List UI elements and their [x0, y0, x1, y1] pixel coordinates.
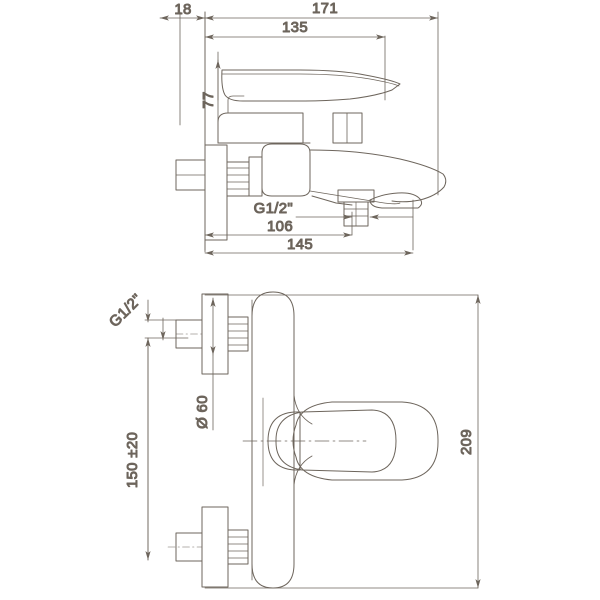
dim-label-171: 171: [312, 0, 338, 17]
lever-handle: [221, 69, 401, 102]
dim-label-77: 77: [200, 91, 217, 108]
dim-18: 18: [159, 1, 206, 21]
dim-150pm20: 150 ±20: [124, 337, 151, 561]
handle-inner-contour: [275, 409, 397, 473]
dim-label-dia60: Ø 60: [194, 395, 211, 429]
housing-shoulder: [227, 95, 245, 114]
front-view-extension-lines: [144, 294, 479, 589]
dim-label-145: 145: [287, 236, 313, 253]
dim-135: 135: [204, 19, 386, 40]
dim-dia60: Ø 60: [194, 297, 216, 431]
upper-inlet-assembly: [175, 293, 249, 375]
lower-inlet-assembly: [167, 506, 249, 588]
body-collar: [248, 156, 263, 197]
mixer-body-lower: [261, 143, 311, 197]
dim-145: 145: [204, 236, 414, 256]
shower-outlet: [311, 189, 375, 227]
spout-upper-curve: [309, 149, 447, 203]
cartridge-housing: [217, 112, 304, 144]
dim-g12-front: G1/2": [105, 290, 166, 341]
dim-171: 171: [204, 0, 439, 21]
dim-label-209: 209: [458, 429, 475, 455]
dim-106: 106: [204, 218, 353, 238]
body-waist-upper: [293, 394, 313, 425]
side-view-group: 18 171 135 77: [159, 0, 447, 256]
dim-g12-side: G1/2": [253, 200, 414, 220]
wall-flange: [204, 144, 228, 241]
threaded-connector: [226, 161, 250, 197]
dim-label-g12-front: G1/2": [106, 291, 146, 331]
dim-label-135: 135: [282, 19, 308, 36]
dim-77: 77: [200, 59, 221, 126]
mixer-body-front: [251, 291, 295, 589]
side-view-extension-lines: [179, 11, 439, 253]
dim-label-g12-side: G1/2": [254, 200, 293, 217]
dim-209: 209: [458, 294, 481, 589]
spout-lower-curve: [309, 190, 401, 205]
front-view-group: G1/2" Ø 60 150 ±20 209: [105, 290, 481, 589]
dim-label-18: 18: [174, 1, 191, 18]
dim-label-150: 150 ±20: [124, 432, 141, 488]
spout-nose: [369, 192, 423, 209]
lower-flange: [201, 506, 229, 588]
lower-nut: [227, 529, 249, 565]
handle-outer-shell: [292, 401, 439, 481]
dim-label-106: 106: [267, 218, 293, 235]
upper-flange: [201, 293, 229, 375]
rear-inlet-pipe: [175, 159, 206, 191]
upper-nut: [227, 316, 249, 352]
lever-top-edge: [221, 73, 400, 87]
diverter-button: [332, 112, 363, 144]
